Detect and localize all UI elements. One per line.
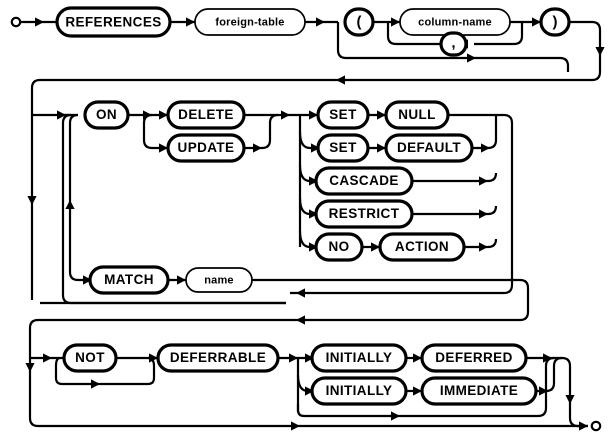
node-set-default-set-label: SET (329, 140, 357, 155)
node-initially-immediate-label: INITIALLY (326, 383, 393, 398)
diagram-start-terminus (10, 16, 22, 28)
arrow-icon (186, 17, 195, 27)
rail-to-cascade (298, 164, 316, 183)
rail-to-no (298, 230, 316, 249)
node-on-label: ON (96, 107, 117, 122)
node-delete-label: DELETE (178, 107, 234, 122)
node-not-label: NOT (75, 350, 105, 365)
rail-restrict-merge (412, 205, 498, 216)
node-initially-deferred-label: INITIALLY (326, 350, 393, 365)
node-default-label: DEFAULT (397, 140, 461, 155)
node-set-null-set-label: SET (329, 107, 357, 122)
arrow-icon (291, 421, 300, 431)
rail-row2-to-row3 (28, 318, 290, 392)
node-cascade-label: CASCADE (329, 173, 399, 188)
node-action-label: ACTION (395, 239, 449, 254)
arrow-icon (296, 315, 305, 325)
arrow-icon (467, 53, 476, 63)
arrow-icon (579, 421, 588, 431)
rail-loop-up-stub (68, 113, 79, 208)
node-update-label: UPDATE (178, 140, 235, 155)
rail-action-merge (464, 238, 498, 249)
node-lparen-label: ( (357, 13, 362, 30)
rail-deferrable-clause-bypass (28, 392, 588, 428)
arrow-icon (289, 353, 298, 363)
rail-bypass-merge (559, 56, 570, 72)
rail-to-restrict (298, 197, 316, 216)
arrow-icon (479, 176, 488, 186)
arrow-icon (391, 411, 400, 421)
rail-to-end-terminus (561, 356, 588, 428)
rail-row2-entry-left (30, 78, 330, 300)
node-name-label: name (204, 275, 234, 287)
arrow-icon (253, 143, 262, 153)
node-restrict-label: RESTRICT (329, 206, 400, 221)
node-rparen-label: ) (553, 13, 558, 30)
node-deferred-label: DEFERRED (435, 350, 512, 365)
arrow-icon (336, 75, 345, 85)
node-deferrable-label: DEFERRABLE (170, 350, 266, 365)
rail-cascade-merge (412, 172, 498, 183)
node-column-name-label: column-name (418, 17, 492, 29)
node-foreign-table-label: foreign-table (215, 17, 284, 29)
rail-column-list-bypass (336, 22, 560, 60)
rail-split-to-update (142, 113, 166, 150)
rail-to-match (68, 208, 90, 282)
arrow-icon (316, 17, 325, 27)
node-immediate-label: IMMEDIATE (440, 383, 518, 398)
diagram-end-terminus (590, 420, 602, 432)
arrow-icon (65, 200, 75, 209)
rail-comma-loop-right (474, 22, 524, 46)
arrow-icon (565, 395, 575, 404)
arrow-icon (481, 143, 490, 153)
rail-immediate-merge (536, 356, 563, 393)
node-no-label: NO (328, 239, 349, 254)
arrow-icon (595, 47, 605, 56)
arrow-icon (43, 353, 52, 363)
node-null-label: NULL (398, 107, 436, 122)
rail-initially-bypass (296, 356, 555, 418)
arrow-icon (296, 288, 305, 298)
arrow-icon (281, 110, 290, 120)
arrow-icon (27, 196, 37, 205)
rail-not-bypass (54, 356, 156, 386)
arrow-icon (25, 363, 35, 372)
arrow-icon (479, 242, 488, 252)
arrow-icon (91, 379, 100, 389)
rail-to-set-default (298, 131, 318, 150)
arrow-icon (479, 209, 488, 219)
arrow-icon (391, 17, 400, 27)
arrow-icon (35, 17, 44, 27)
node-comma (439, 31, 468, 57)
rail-comma-loop-left (386, 22, 455, 46)
node-references-label: REFERENCES (65, 14, 161, 29)
node-comma-label: , (451, 34, 455, 51)
rail-update-merge (244, 113, 279, 150)
rail-action-loopback (290, 113, 514, 295)
node-match-label: MATCH (104, 272, 154, 287)
rail-match-merge-out (252, 278, 530, 322)
arrow-icon (177, 275, 186, 285)
